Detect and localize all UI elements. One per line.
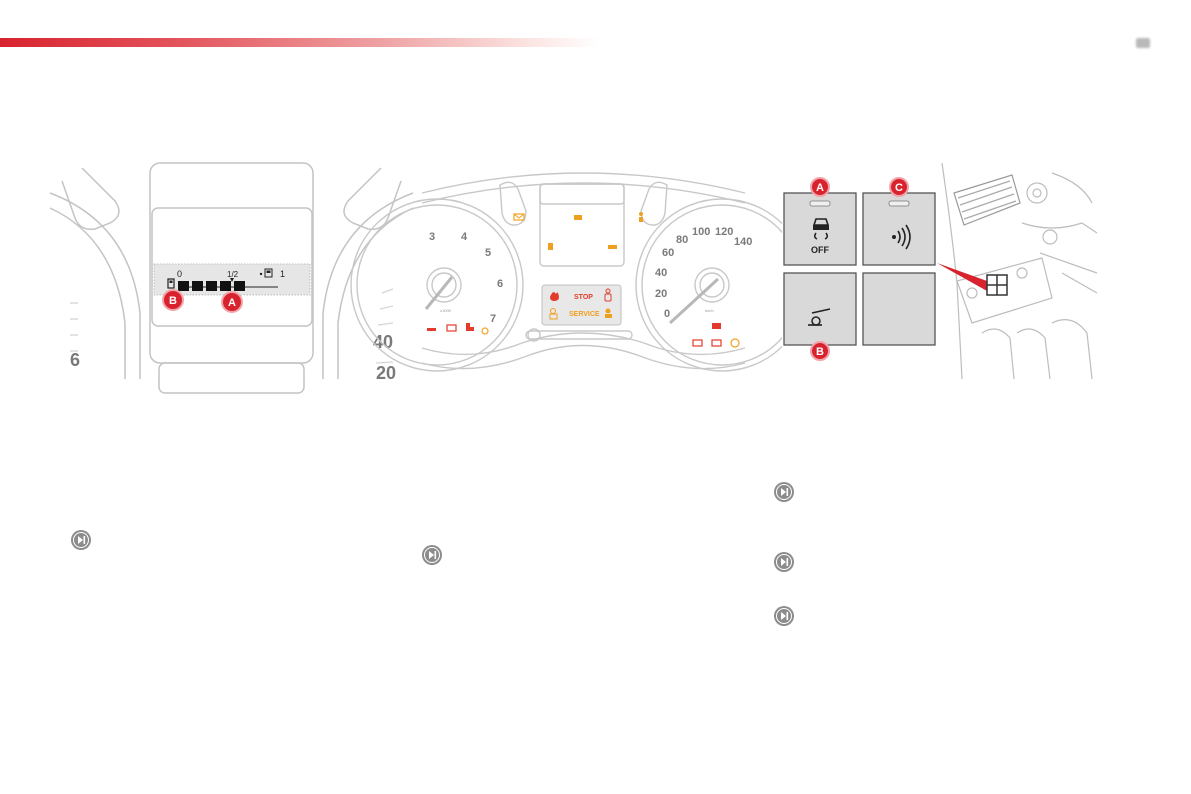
callout-a: A [810,177,830,197]
tach-number-7: 7 [490,313,496,325]
instrument-cluster-figure: 3 4 5 6 7 x1000 0 20 40 60 80 100 120 14… [350,163,809,379]
callout-c: C [889,177,909,197]
next-icon[interactable] [774,482,794,502]
fuel-scale-half: 1/2 [227,270,239,279]
left-warning-lights [427,323,489,335]
tach-number-3: 3 [429,231,435,243]
switch-location-marker [986,274,1008,296]
tach-number-5: 5 [485,247,491,259]
blank-button [862,272,936,346]
seatbelt-warning-icon [639,212,643,222]
dashboard-location-drawing [941,162,1098,380]
header-accent-bar [0,38,600,47]
seat-warning-icon [604,288,612,302]
svg-text:B: B [169,295,177,307]
right-warning-lights [692,323,740,348]
warning-panel [541,284,622,326]
svg-text:C: C [895,182,903,194]
traction-control-off-icon [812,218,830,240]
service-warning-label: SERVICE [569,311,600,318]
speed-number-80: 80 [676,234,688,246]
fuel-scale-full: 1 [280,269,285,279]
page-marker [1136,38,1150,48]
speed-number-120: 120 [715,226,733,238]
next-icon[interactable] [774,552,794,572]
fuel-gauge-figure: 6 40 20 0 1/2 1 A B [49,162,414,394]
envelope-warning-icon [513,213,525,221]
callout-a: A [221,291,243,313]
fuel-scale-empty: 0 [177,269,182,279]
button-a: OFF [783,192,857,266]
airbag-warning-icon [605,308,612,318]
tach-number-4: 4 [461,231,468,243]
right-gauge-digit-2: 20 [376,363,396,383]
next-icon[interactable] [774,606,794,626]
next-icon[interactable] [71,530,91,550]
callout-b: B [810,341,830,361]
button-c [862,192,936,266]
display-warning-icon-left [548,243,553,250]
speed-number-60: 60 [662,247,674,259]
tach-unit: x1000 [440,308,452,313]
location-pointer [937,263,987,291]
speed-number-20: 20 [655,288,667,300]
stop-warning-label: STOP [574,294,593,301]
speed-number-140: 140 [734,236,752,248]
display-warning-icon-top [574,215,582,220]
svg-text:B: B [816,346,824,358]
next-icon[interactable] [422,545,442,565]
callout-b: B [162,289,184,311]
speed-number-100: 100 [692,226,710,238]
tach-number-6: 6 [497,278,503,290]
parking-sensor-icon [892,224,911,250]
fire-warning-icon [550,292,559,301]
speed-unit: km/h [705,308,714,313]
fuel-level-bars [178,281,245,291]
fuel-can-icon [259,268,273,278]
fuel-pump-icon [167,278,175,289]
button-b [783,272,857,346]
left-gauge-digit: 6 [70,350,80,370]
switch-panel-figure: OFF A C [782,162,1098,380]
svg-text:A: A [816,182,824,194]
passenger-airbag-icon [549,308,558,320]
speed-number-0: 0 [664,308,670,320]
speed-number-40: 40 [655,267,667,279]
display-warning-icon-right [608,245,617,249]
tailgate-icon [808,308,831,326]
button-a-label: OFF [811,245,829,255]
svg-text:A: A [228,297,236,309]
